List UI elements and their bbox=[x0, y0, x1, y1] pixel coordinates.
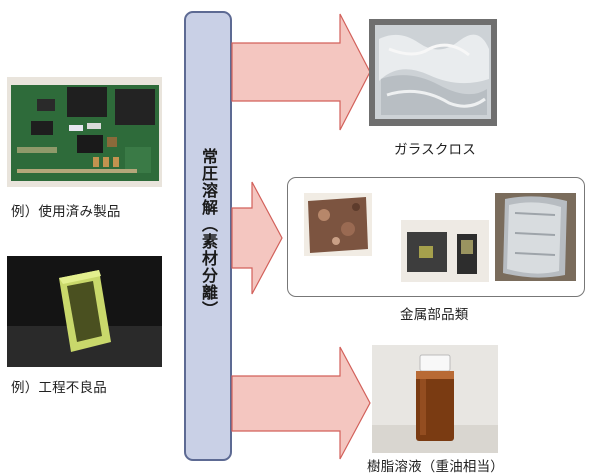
resin-solution-photo bbox=[372, 345, 498, 453]
dissolution-process-bar: 常圧溶解（素材分離） bbox=[184, 11, 232, 461]
glass-cloth-caption: ガラスクロス bbox=[394, 142, 476, 158]
metal-components-photo bbox=[401, 220, 489, 282]
defective-product-caption: 例）工程不良品 bbox=[11, 380, 107, 396]
defective-part-photo bbox=[7, 256, 162, 367]
arrow-to-glass-cloth bbox=[231, 13, 371, 131]
arrow-to-metal-parts bbox=[231, 181, 283, 295]
metal-chunk-photo bbox=[304, 193, 372, 256]
metal-parts-caption: 金属部品類 bbox=[400, 307, 469, 323]
process-label: 常圧溶解（素材分離） bbox=[199, 148, 218, 318]
used-product-caption: 例）使用済み製品 bbox=[11, 204, 121, 220]
glass-cloth-photo bbox=[369, 19, 497, 126]
circuit-board-photo bbox=[7, 77, 162, 187]
resin-solution-caption: 樹脂溶液（重油相当） bbox=[367, 459, 504, 475]
metal-parts-group bbox=[287, 177, 585, 297]
arrow-to-resin-solution bbox=[231, 346, 371, 460]
metal-foil-roll-photo bbox=[495, 193, 576, 281]
